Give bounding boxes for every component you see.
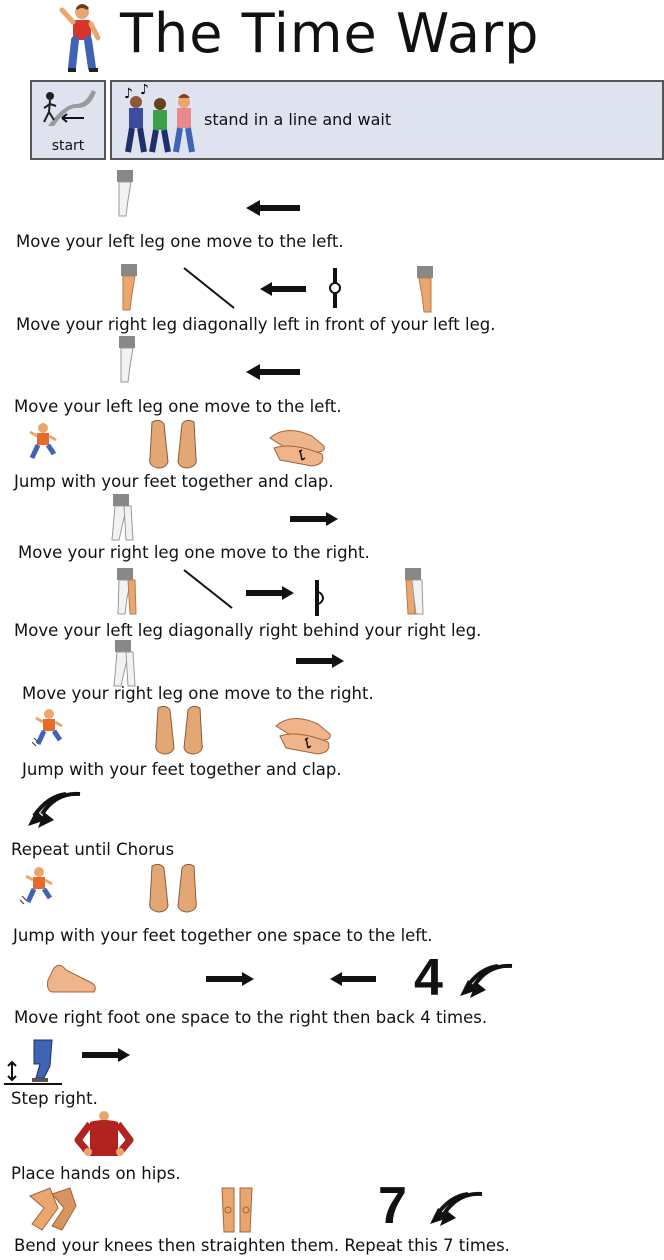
- arrow-left-icon: [260, 282, 306, 296]
- jumper-icon: [31, 709, 63, 747]
- feet-icon: [155, 705, 203, 755]
- svg-text:♪: ♪: [140, 82, 149, 98]
- arrow-right-icon: [290, 512, 338, 526]
- step-text: Move your right leg one move to the righ…: [18, 543, 370, 562]
- jumper-icon: [19, 867, 53, 905]
- page-title: The Time Warp: [120, 2, 540, 65]
- arrow-left-icon: [246, 364, 300, 380]
- arrow-right-icon: [246, 586, 294, 600]
- jumper-icon: [29, 423, 57, 460]
- repeat-icon: [28, 791, 81, 828]
- step-text: Move your left leg one move to the left.: [14, 397, 342, 416]
- repeat-icon: [430, 1191, 483, 1226]
- step-text: Move your left leg one move to the left.: [16, 232, 344, 251]
- step-text: Jump with your feet together and clap.: [22, 760, 342, 779]
- hands-on-hips-icon: [74, 1111, 134, 1156]
- walk-start-icon: [43, 90, 96, 126]
- leg-icon: [117, 568, 137, 615]
- knees-bent-icon: [29, 1187, 77, 1231]
- step-text: Move your left leg diagonally right behi…: [14, 621, 482, 640]
- count-seven: 7: [378, 1177, 407, 1235]
- position-marker-icon: [329, 268, 341, 308]
- arrow-left-icon: [246, 200, 300, 216]
- start-box: start: [30, 80, 106, 160]
- step-text: Move your right leg diagonally left in f…: [16, 315, 496, 334]
- feet-icon: [149, 419, 197, 469]
- leg-icon: [119, 336, 135, 383]
- leg-icon: [417, 266, 433, 313]
- knees-straight-icon: [221, 1187, 253, 1233]
- diagonal-line-icon: [183, 267, 235, 309]
- step-text: Repeat until Chorus: [11, 840, 175, 859]
- leg-icon: [117, 170, 133, 217]
- svg-text:♪: ♪: [124, 86, 133, 102]
- step-text: Move right foot one space to the right t…: [14, 1008, 488, 1027]
- step-up-icon: [4, 1039, 62, 1085]
- step-text: Step right.: [11, 1089, 98, 1108]
- leg-icon: [113, 640, 136, 687]
- clapping-hands-icon: [275, 718, 331, 755]
- step-text: Move your right leg one move to the righ…: [22, 684, 374, 703]
- position-marker-icon: [315, 580, 324, 616]
- arrow-left-icon: [330, 972, 376, 986]
- repeat-icon: [460, 963, 513, 998]
- intro-text: stand in a line and wait: [204, 110, 392, 129]
- arrow-right-icon: [82, 1048, 130, 1062]
- step-text: Place hands on hips.: [11, 1164, 181, 1183]
- arrow-right-icon: [296, 654, 344, 668]
- dancers-icon: ♪ ♪: [124, 82, 195, 153]
- foot-icon: [47, 964, 96, 993]
- diagonal-line-icon: [183, 569, 233, 609]
- start-label: start: [51, 138, 85, 154]
- arrow-right-icon: [206, 972, 254, 986]
- count-four: 4: [414, 949, 443, 1007]
- intro-box: ♪ ♪ stand in a line and wait: [110, 80, 664, 160]
- leg-icon: [121, 264, 137, 311]
- step-text: Jump with your feet together one space t…: [13, 926, 433, 945]
- step-text: Jump with your feet together and clap.: [14, 472, 334, 491]
- leg-icon: [405, 568, 424, 615]
- dancer-icon: [59, 4, 101, 72]
- clapping-hands-icon: [269, 430, 325, 467]
- step-text: Bend your knees then straighten them. Re…: [14, 1236, 510, 1255]
- leg-icon: [111, 494, 134, 541]
- feet-icon: [149, 863, 197, 913]
